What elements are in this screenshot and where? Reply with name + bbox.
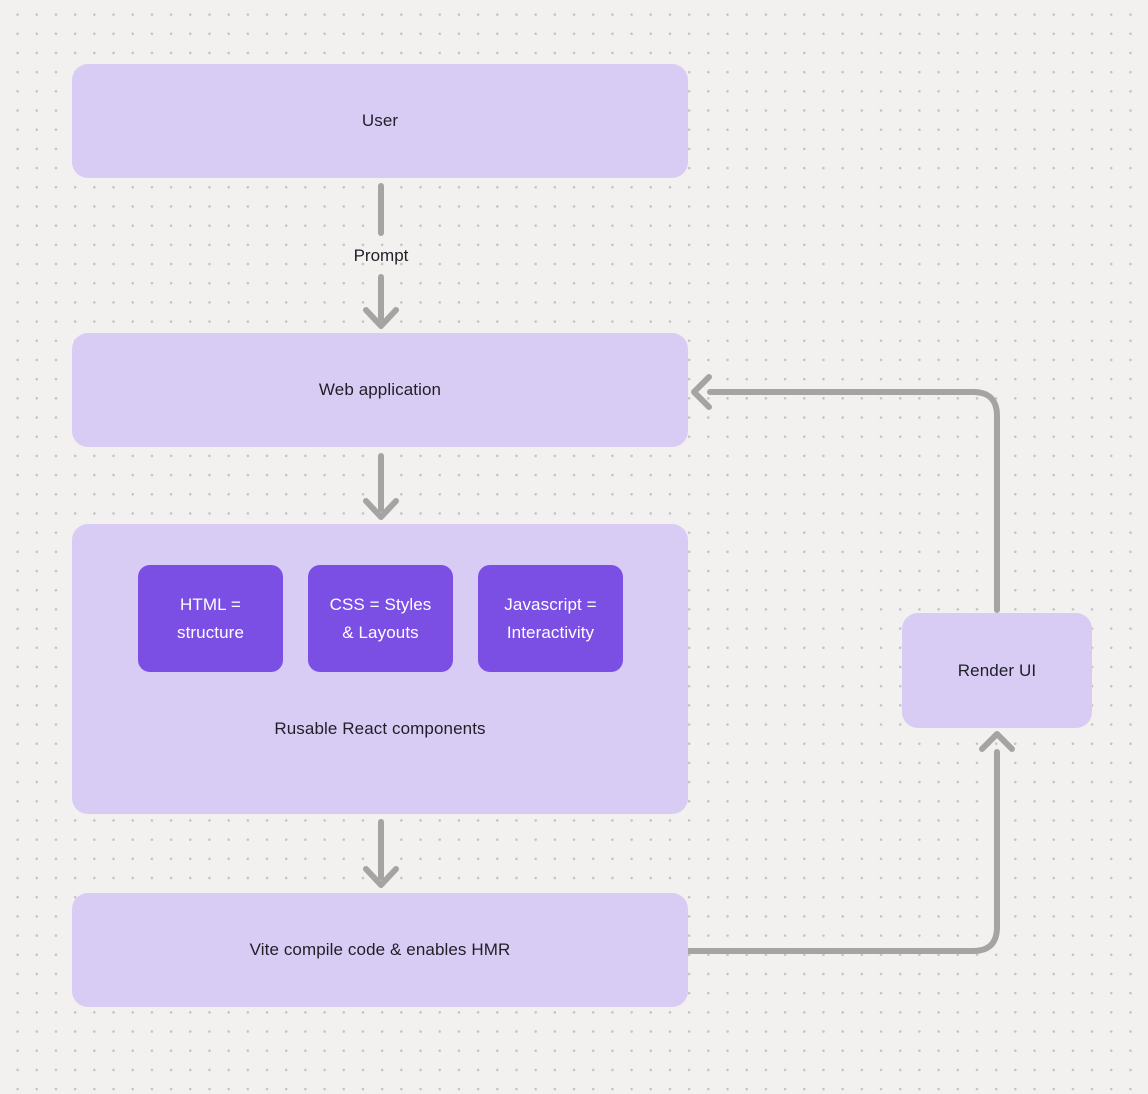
arrowhead-down-into-vite bbox=[363, 866, 399, 888]
arrowhead-down-into-webapp bbox=[363, 307, 399, 329]
arrowhead-up-into-render-ui bbox=[979, 731, 1015, 752]
chip-css-styles[interactable]: CSS = Styles & Layouts bbox=[308, 565, 453, 672]
node-render-ui[interactable]: Render UI bbox=[902, 613, 1092, 728]
chip-css-label: CSS = Styles & Layouts bbox=[329, 594, 432, 642]
react-components-caption: Rusable React components bbox=[274, 719, 486, 738]
edge-label-prompt[interactable]: Prompt bbox=[353, 246, 409, 265]
chip-html-label: HTML = structure bbox=[176, 594, 245, 642]
node-react-components-group[interactable]: HTML = structure CSS = Styles & Layouts … bbox=[72, 524, 688, 814]
node-vite-compile[interactable]: Vite compile code & enables HMR bbox=[72, 893, 688, 1007]
node-web-application[interactable]: Web application bbox=[72, 333, 688, 447]
node-render-ui-label: Render UI bbox=[957, 660, 1037, 680]
arrowhead-left-into-webapp bbox=[691, 374, 712, 410]
edge-render-ui-to-webapp bbox=[707, 389, 1000, 613]
chip-javascript-interactivity[interactable]: Javascript = Interactivity bbox=[478, 565, 623, 672]
node-web-application-label: Web application bbox=[318, 380, 442, 399]
node-user-label: User bbox=[361, 111, 399, 130]
edge-vite-to-render-ui bbox=[685, 749, 1000, 954]
node-user[interactable]: User bbox=[72, 64, 688, 178]
chip-html-structure[interactable]: HTML = structure bbox=[138, 565, 283, 672]
chip-javascript-label: Javascript = Interactivity bbox=[504, 594, 597, 642]
node-vite-label: Vite compile code & enables HMR bbox=[249, 940, 511, 959]
arrowhead-down-into-components bbox=[363, 498, 399, 520]
